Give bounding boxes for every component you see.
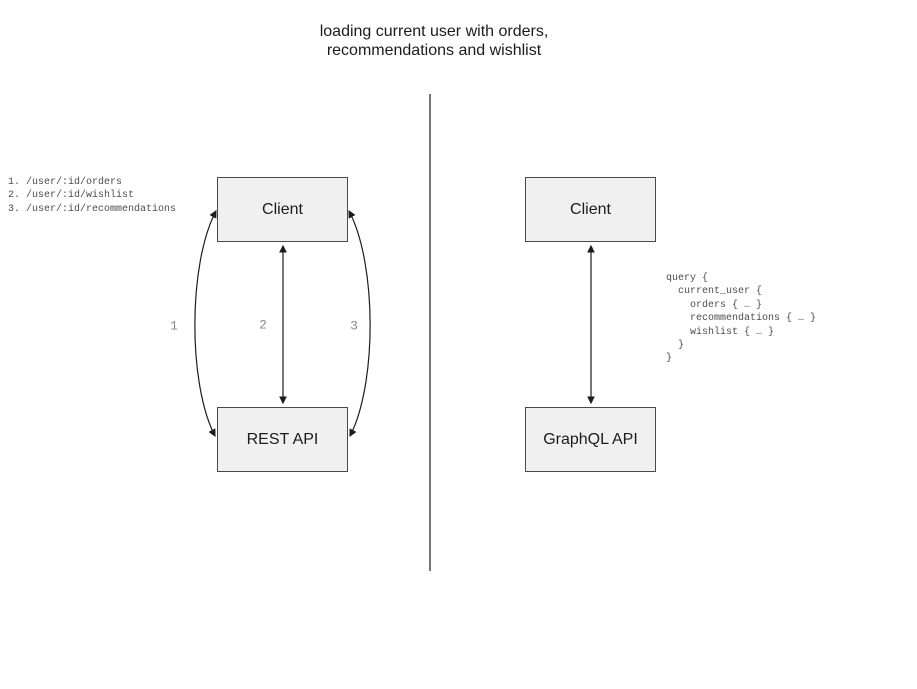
rest-endpoint-list: 1. /user/:id/orders 2. /user/:id/wishlis…	[8, 176, 176, 216]
rest-endpoint-recommendations: 3. /user/:id/recommendations	[8, 203, 177, 215]
rest-endpoint-wishlist: 2. /user/:id/wishlist	[8, 190, 135, 202]
rest-endpoint-orders: 1. /user/:id/orders	[8, 177, 123, 188]
diagram-title: loading current user with orders, recomm…	[320, 22, 549, 60]
graphql-api-node: GraphQL API	[525, 407, 656, 472]
rest-api-node-label: REST API	[246, 430, 319, 448]
graphql-query-line: orders { … }	[666, 299, 763, 311]
graphql-api-node-label: GraphQL API	[543, 430, 638, 448]
rest-arrow-orders-curve	[194, 209, 217, 438]
diagram-title-line1: loading current user with orders,	[319, 23, 549, 40]
graphql-query-line: }	[666, 353, 673, 365]
graphql-query-line: wishlist { … }	[666, 326, 775, 338]
graphql-query-line: current_user {	[666, 286, 763, 298]
graphql-query-line: recommendations { … }	[666, 313, 817, 325]
rest-api-node: REST API	[217, 407, 348, 472]
graphql-query-line: }	[666, 340, 685, 352]
diagram-title-line2: recommendations and wishlist	[326, 42, 542, 59]
graphql-client-node-label: Client	[570, 200, 611, 218]
graphql-query-code: query { current_user { orders { … } reco…	[666, 272, 816, 366]
rest-arrow-label-3: 3	[350, 318, 358, 334]
rest-arrow-label-1: 1	[170, 318, 178, 334]
graphql-query-line: query {	[666, 273, 709, 284]
graphql-client-node: Client	[525, 177, 656, 242]
rest-client-node: Client	[217, 177, 348, 242]
rest-arrow-label-2: 2	[259, 317, 267, 333]
rest-client-node-label: Client	[262, 200, 303, 218]
vertical-divider	[429, 94, 431, 571]
